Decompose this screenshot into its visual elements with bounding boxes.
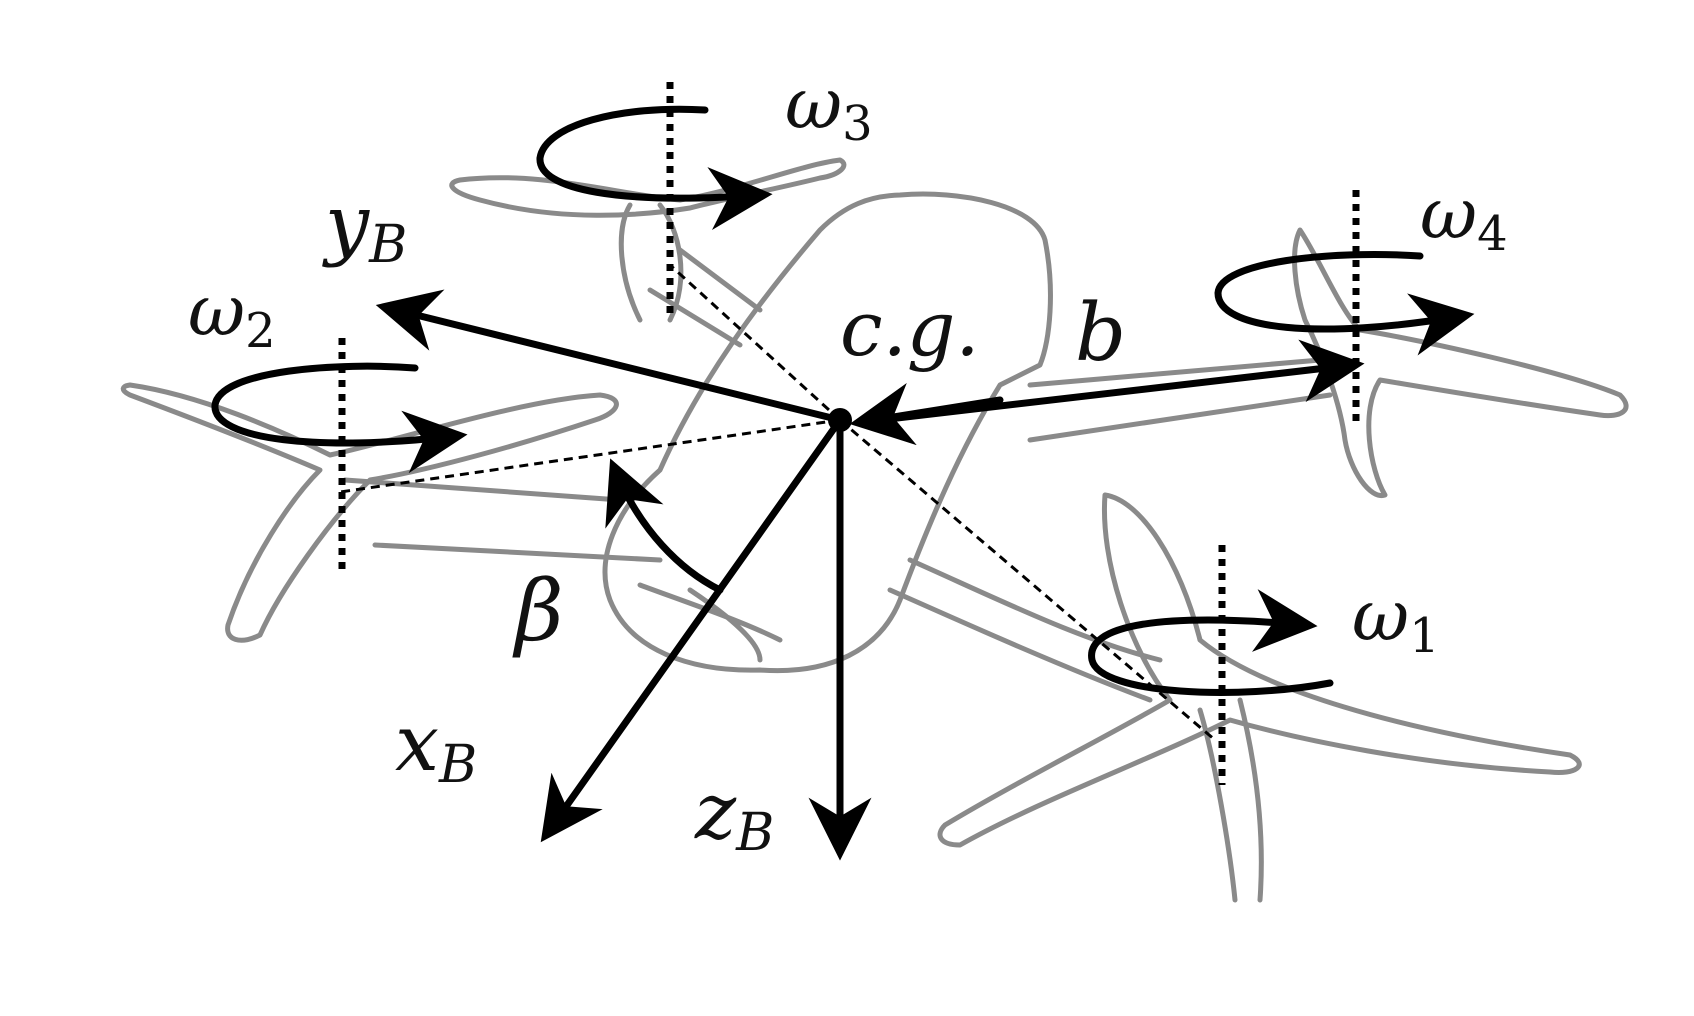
label-beta-angle: β xyxy=(512,562,564,660)
motor-3 xyxy=(618,202,684,323)
label-x-body: xB xyxy=(395,699,477,795)
y-axis-arrow xyxy=(375,289,844,424)
arm-front-right xyxy=(887,557,1163,703)
beta-angle-arrow xyxy=(605,458,724,594)
body-axes xyxy=(375,289,1365,861)
rotation-arrow-1 xyxy=(1088,589,1334,696)
rotor-axes xyxy=(338,82,1360,785)
arm-length-arrow-to-cg xyxy=(849,382,1004,446)
drone-body-lower xyxy=(637,582,783,663)
label-y-body: yB xyxy=(322,179,407,275)
label-center-of-gravity: c.g. xyxy=(840,284,980,373)
propeller-1 xyxy=(937,492,1582,848)
motor-1 xyxy=(1197,697,1264,903)
arm-rear-right xyxy=(1027,357,1333,443)
label-omega-4: ω4 xyxy=(1420,173,1508,262)
center-of-gravity-point xyxy=(828,408,852,432)
rotation-arrow-3 xyxy=(536,105,773,231)
label-z-body: zB xyxy=(694,767,774,863)
label-omega-3: ω3 xyxy=(785,63,873,152)
drone-body xyxy=(602,191,1053,674)
drone-outline xyxy=(120,157,1629,903)
rotation-arrows xyxy=(211,105,1475,696)
arm-length-arrow-to-rotor4 xyxy=(876,339,1365,424)
propeller-3 xyxy=(449,157,847,218)
rotation-arrow-4 xyxy=(1214,251,1475,356)
label-arm-length: b xyxy=(1075,286,1126,379)
rotation-arrow-2 xyxy=(211,362,468,474)
label-omega-2: ω2 xyxy=(188,270,276,359)
labels: ω3 ω2 ω4 ω1 yB xB zB c.g. b β xyxy=(188,63,1508,863)
label-omega-1: ω1 xyxy=(1352,575,1440,664)
arm-rear-left xyxy=(647,247,763,348)
dashed-line-cg-to-rotor3 xyxy=(668,263,842,422)
arm-front-left xyxy=(342,477,663,563)
x-axis-arrow xyxy=(540,416,844,843)
dashed-line-cg-to-rotor2 xyxy=(339,418,841,494)
